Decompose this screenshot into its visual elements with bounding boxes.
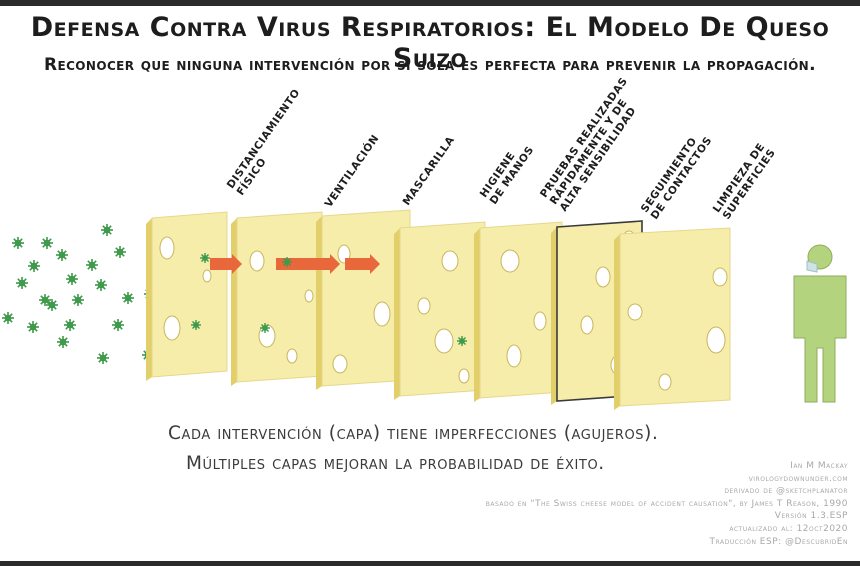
cheese-slice bbox=[146, 211, 228, 381]
credits-block: Ian M Mackay virologydownunder.com deriv… bbox=[328, 460, 848, 548]
cheese-hole bbox=[163, 315, 181, 341]
virus-icon bbox=[27, 321, 39, 333]
credit-based-on: basado en "The Swiss cheese model of acc… bbox=[485, 498, 848, 509]
cheese-hole bbox=[533, 311, 547, 331]
cheese-hole bbox=[658, 373, 672, 391]
virus-icon bbox=[66, 273, 78, 285]
virus-icon bbox=[112, 319, 124, 331]
cheese-slice bbox=[394, 221, 486, 400]
virus-icon bbox=[191, 320, 201, 330]
person-body bbox=[793, 275, 847, 403]
credit-author: Ian M Mackay bbox=[790, 461, 848, 471]
bottom-border bbox=[0, 561, 860, 566]
layer-label: DISTANCIAMIENTOFÍSICO bbox=[225, 87, 313, 198]
caption-line-1: Cada intervención (capa) tiene imperfecc… bbox=[168, 423, 659, 444]
cheese-slice bbox=[614, 227, 731, 410]
virus-icon bbox=[260, 323, 270, 333]
virus-icon bbox=[97, 352, 109, 364]
cheese-hole bbox=[506, 344, 522, 368]
cheese-hole bbox=[712, 267, 728, 287]
virus-icon bbox=[2, 312, 14, 324]
cheese-hole bbox=[627, 303, 643, 321]
top-border bbox=[0, 0, 860, 6]
credit-updated: actualizado al: 12oct2020 bbox=[729, 523, 848, 534]
cheese-hole bbox=[373, 301, 391, 327]
credit-derived: derivado de @sketchplanator bbox=[724, 486, 848, 497]
page-subtitle: Reconocer que ninguna intervención por s… bbox=[44, 55, 816, 75]
transmission-arrow bbox=[210, 254, 242, 274]
layer-label: HIGIENEDE MANOS bbox=[478, 137, 537, 207]
virus-icon bbox=[41, 237, 53, 249]
credit-version: Versión 1.3.ESP bbox=[774, 511, 848, 522]
virus-icon bbox=[122, 292, 134, 304]
cheese-hole bbox=[304, 289, 314, 303]
cheese-hole bbox=[202, 269, 212, 283]
cheese-hole bbox=[286, 348, 298, 364]
face-mask-icon bbox=[806, 260, 818, 273]
layer-label: PRUEBAS REALIZADASRÁPIDAMENTE Y DEALTA S… bbox=[538, 75, 650, 213]
virus-cloud bbox=[2, 224, 156, 364]
layer-label: VENTILACIÓN bbox=[322, 132, 382, 210]
credit-translation: Traducción ESP: @DescubridEn bbox=[709, 536, 848, 547]
virus-icon bbox=[95, 279, 107, 291]
transmission-arrows bbox=[191, 253, 467, 346]
virus-icon bbox=[46, 299, 58, 311]
cheese-slices bbox=[146, 209, 731, 410]
virus-icon bbox=[114, 246, 126, 258]
cheese-hole bbox=[706, 326, 726, 354]
cheese-hole bbox=[580, 315, 594, 335]
caption-line-2: Múltiples capas mejoran la probabilidad … bbox=[186, 453, 605, 474]
cheese-hole bbox=[500, 249, 520, 273]
layer-label: LIMPIEZA DESUPERFICIES bbox=[711, 140, 778, 222]
virus-icon bbox=[457, 336, 467, 346]
page-title: Defensa Contra Virus Respiratorios: El M… bbox=[30, 12, 830, 74]
virus-icon bbox=[64, 319, 76, 331]
virus-icon bbox=[16, 277, 28, 289]
layer-label: MASCARILLA bbox=[401, 134, 458, 208]
credit-website: virologydownunder.com bbox=[748, 473, 848, 484]
cheese-hole bbox=[434, 328, 454, 354]
cheese-hole bbox=[417, 297, 431, 315]
virus-icon bbox=[57, 336, 69, 348]
cheese-hole bbox=[332, 354, 348, 374]
cheese-hole bbox=[595, 266, 611, 288]
cheese-slice bbox=[231, 211, 323, 386]
virus-icon bbox=[200, 253, 210, 263]
virus-icon bbox=[56, 249, 68, 261]
virus-icon bbox=[101, 224, 113, 236]
cheese-hole bbox=[249, 250, 265, 272]
virus-icon bbox=[12, 237, 24, 249]
cheese-slice bbox=[474, 221, 563, 402]
person-figure bbox=[793, 244, 847, 403]
virus-icon bbox=[28, 260, 40, 272]
virus-icon bbox=[86, 259, 98, 271]
virus-icon bbox=[282, 257, 292, 267]
transmission-arrow bbox=[345, 254, 380, 274]
virus-icon bbox=[39, 294, 51, 306]
cheese-hole bbox=[159, 236, 175, 260]
cheese-hole bbox=[441, 250, 459, 272]
cheese-hole bbox=[458, 368, 470, 384]
layer-label: SEGUIMIENTODE CONTACTOS bbox=[639, 128, 715, 222]
virus-icon bbox=[72, 294, 84, 306]
